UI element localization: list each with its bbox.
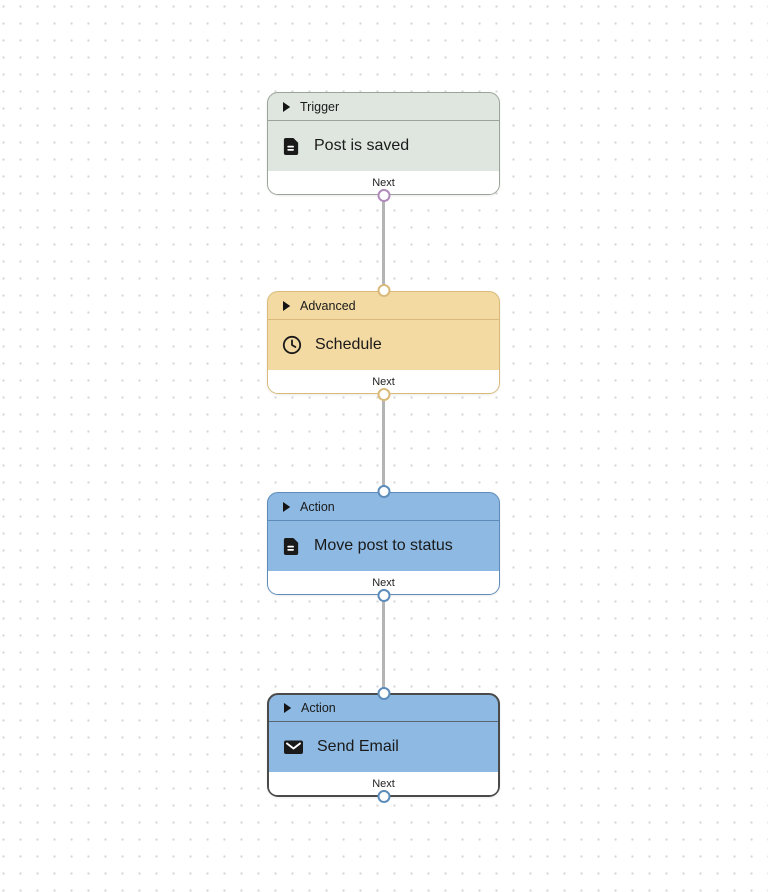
node-body[interactable]: Post is saved xyxy=(268,121,499,171)
envelope-icon xyxy=(283,737,304,757)
node-body[interactable]: Send Email xyxy=(269,722,498,772)
node-category-label: Trigger xyxy=(300,99,340,114)
next-port-label: Next xyxy=(372,375,395,388)
node-header[interactable]: Advanced xyxy=(268,292,499,320)
node-trigger-post-is-saved[interactable]: Trigger Post is saved Next xyxy=(267,92,500,202)
next-port-label: Next xyxy=(372,777,395,790)
node-action-send-email[interactable]: Action Send Email Next xyxy=(267,687,500,803)
node-header[interactable]: Action xyxy=(268,493,499,521)
node-action-move-post-to-status[interactable]: Action Move post to status Next xyxy=(267,485,500,602)
collapse-triangle-icon[interactable] xyxy=(282,300,291,311)
edge-advanced-to-action1 xyxy=(382,394,385,493)
edge-trigger-to-advanced xyxy=(382,194,385,292)
clock-icon xyxy=(282,335,302,355)
node-advanced-schedule[interactable]: Advanced Schedule Next xyxy=(267,284,500,401)
node-title: Schedule xyxy=(315,336,382,353)
node-header[interactable]: Action xyxy=(269,695,498,722)
output-port[interactable] xyxy=(377,388,390,401)
node-title: Send Email xyxy=(317,738,399,755)
document-icon xyxy=(282,137,301,156)
input-port[interactable] xyxy=(377,284,390,297)
next-port-label: Next xyxy=(372,576,395,589)
node-footer: Next xyxy=(268,571,499,594)
collapse-triangle-icon[interactable] xyxy=(283,703,292,713)
input-port[interactable] xyxy=(377,687,390,700)
node-footer: Next xyxy=(268,370,499,393)
node-header[interactable]: Trigger xyxy=(268,93,499,121)
output-port[interactable] xyxy=(377,790,390,803)
next-port-label: Next xyxy=(372,176,395,189)
node-footer: Next xyxy=(268,171,499,194)
node-body[interactable]: Schedule xyxy=(268,320,499,370)
collapse-triangle-icon[interactable] xyxy=(282,101,291,112)
node-category-label: Action xyxy=(301,701,336,715)
node-footer: Next xyxy=(269,772,498,795)
input-port[interactable] xyxy=(377,485,390,498)
edge-action1-to-action2 xyxy=(382,595,385,694)
node-category-label: Advanced xyxy=(300,298,356,313)
node-body[interactable]: Move post to status xyxy=(268,521,499,571)
node-title: Post is saved xyxy=(314,137,410,154)
document-icon xyxy=(282,537,301,556)
node-category-label: Action xyxy=(300,499,335,514)
node-title: Move post to status xyxy=(314,537,453,554)
collapse-triangle-icon[interactable] xyxy=(282,501,291,512)
output-port[interactable] xyxy=(377,189,390,202)
output-port[interactable] xyxy=(377,589,390,602)
